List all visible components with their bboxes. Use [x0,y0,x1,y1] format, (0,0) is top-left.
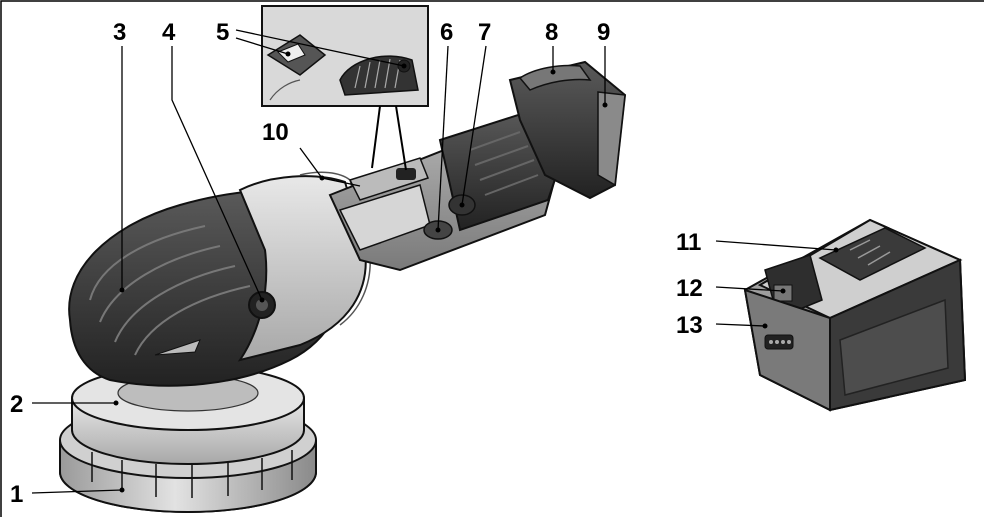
callout-8: 8 [545,19,558,46]
spindle-lock-button [248,291,276,319]
callout-10: 10 [262,119,289,146]
callout-9: 9 [597,19,610,46]
detail-inset [261,5,429,171]
callout-13: 13 [676,312,703,339]
polisher-illustration [59,5,627,513]
callout-3: 3 [113,19,126,46]
battery-mount [508,60,627,200]
callouts: 1 2 3 4 5 6 7 8 9 [10,19,839,508]
callout-1: 1 [10,481,23,508]
callout-5: 5 [216,19,229,46]
callout-2: 2 [10,391,23,418]
battery-pack [743,218,967,412]
lock-switch [348,157,429,201]
callout-11: 11 [676,229,701,256]
callout-6: 6 [440,19,453,46]
callout-7: 7 [478,19,491,46]
callout-12: 12 [676,275,703,302]
callout-4: 4 [162,19,176,46]
